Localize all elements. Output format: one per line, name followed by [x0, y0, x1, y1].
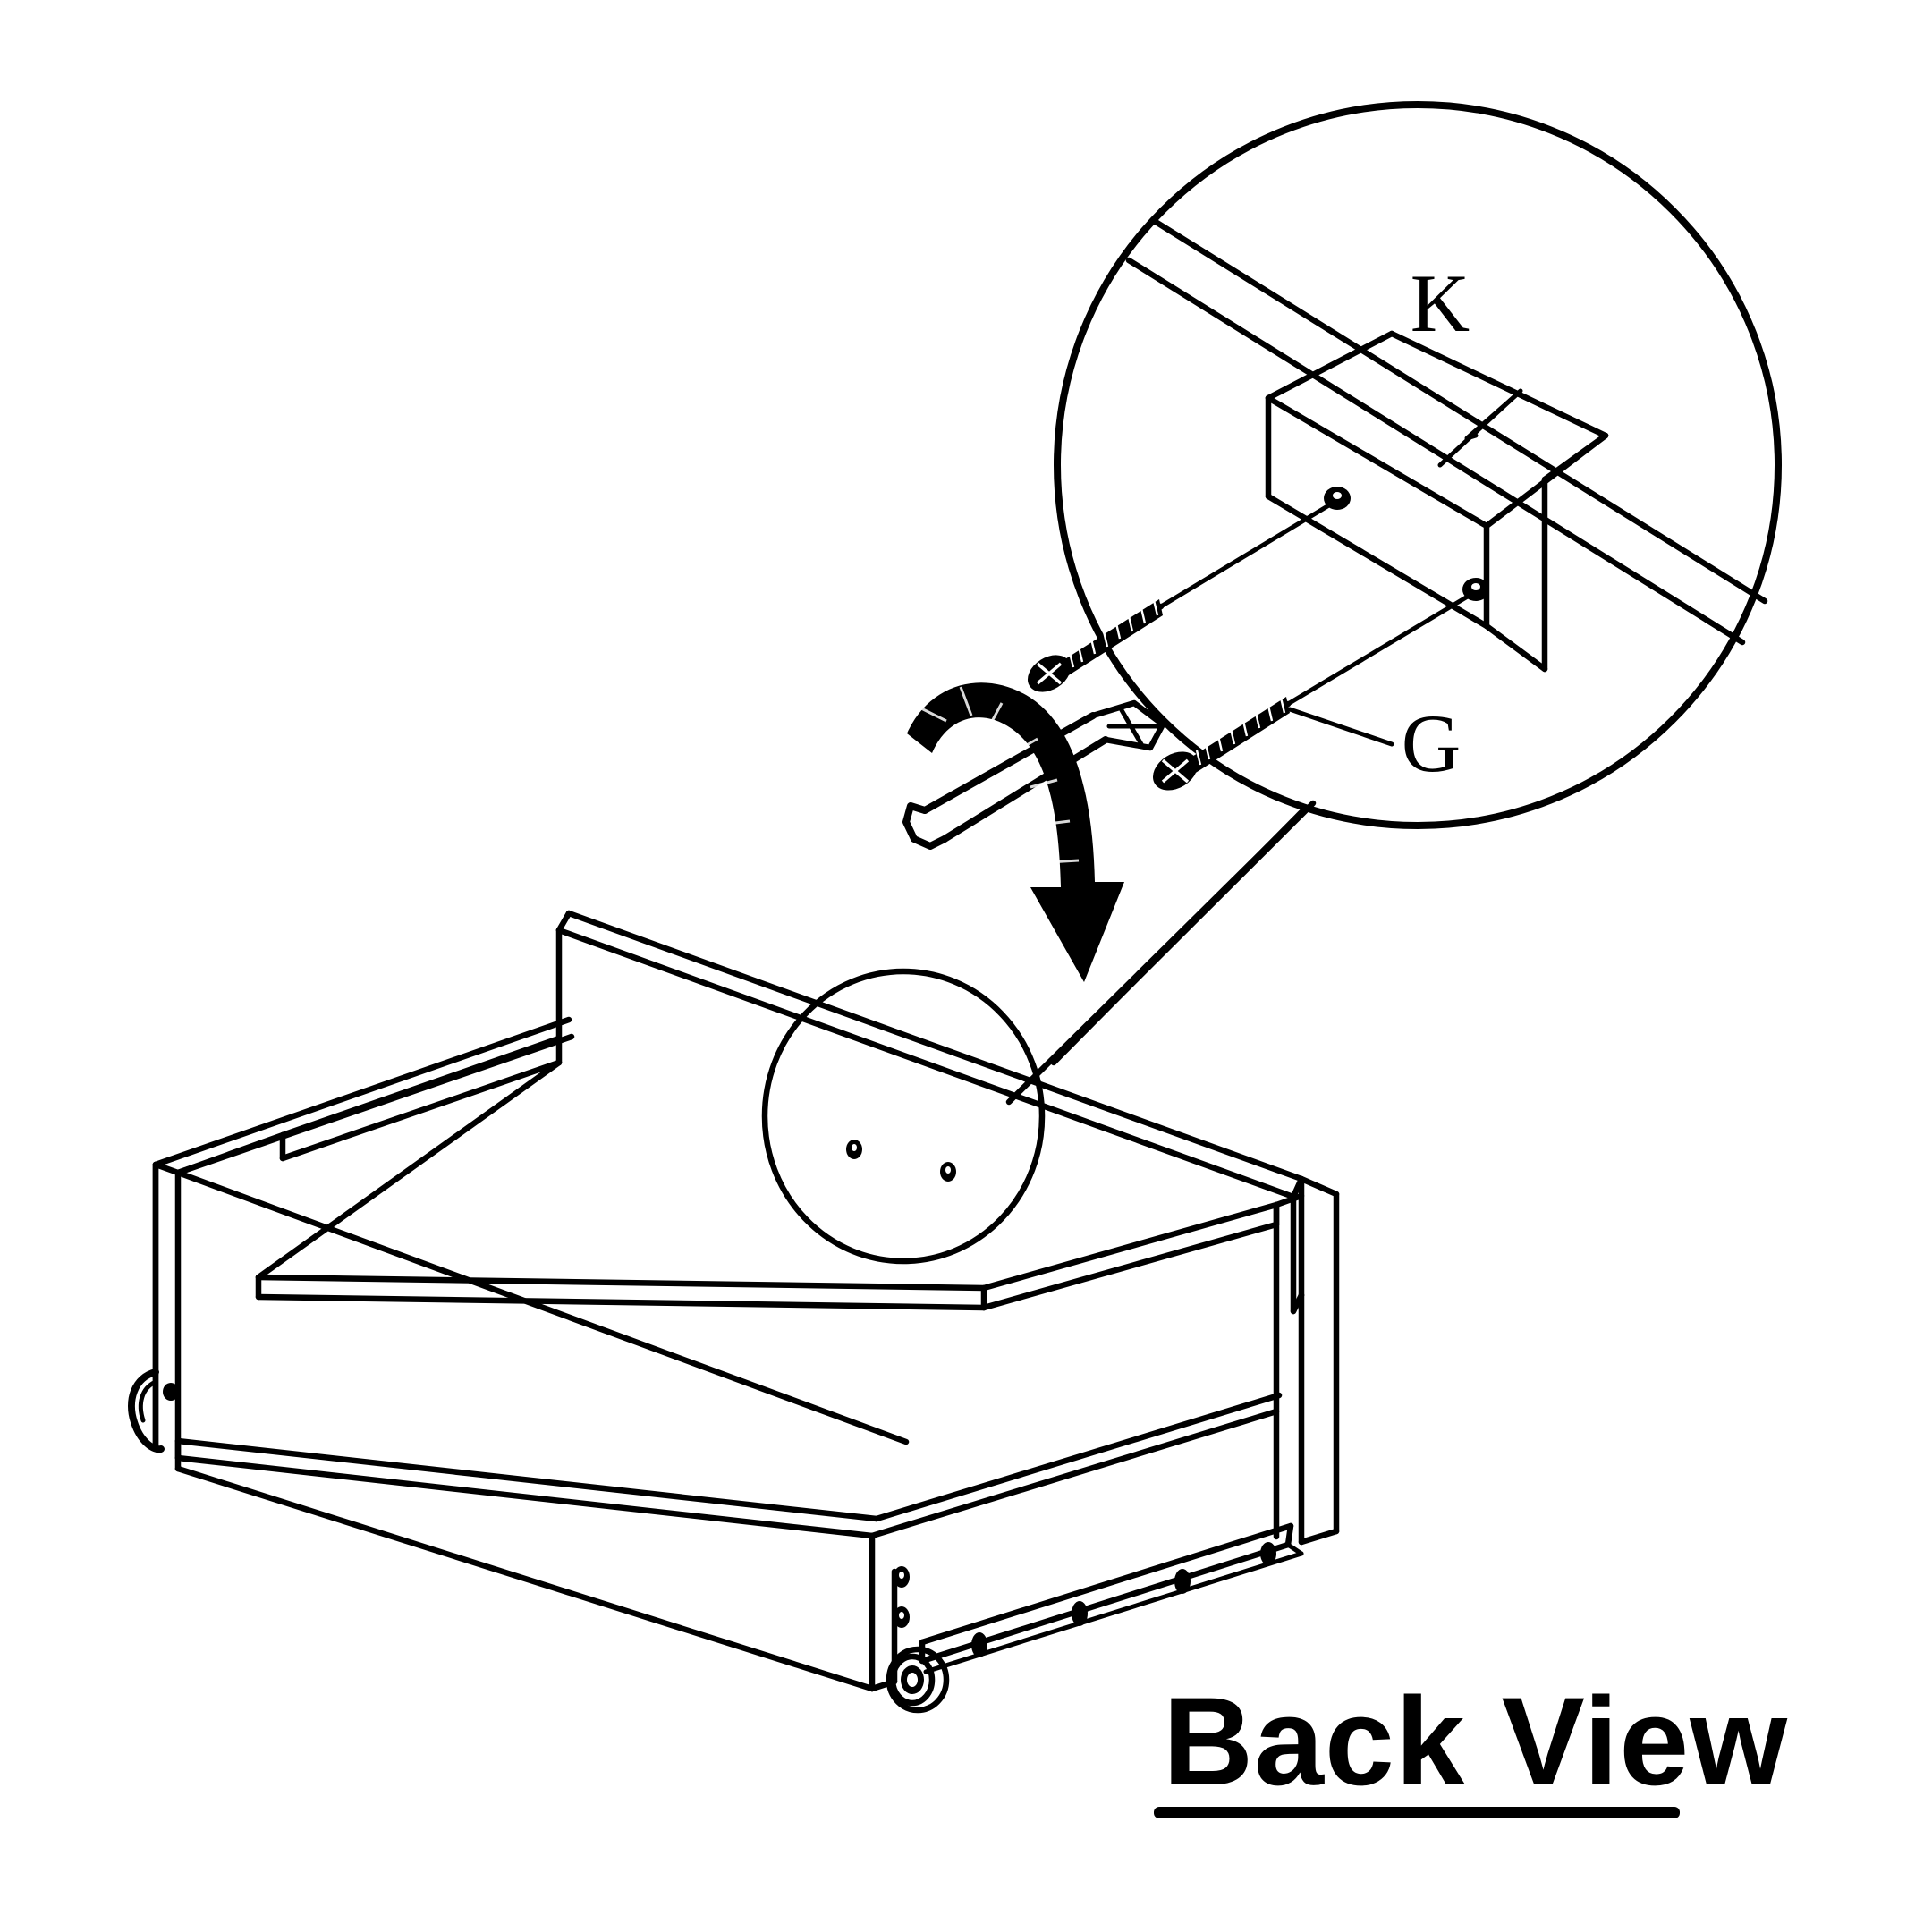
label-g-text: G — [1402, 698, 1461, 789]
view-caption-text: Back View — [1163, 1671, 1788, 1811]
label-k-group: K — [1411, 258, 1523, 468]
roller-wheel-left — [128, 1368, 179, 1453]
detail-circle-outline — [1054, 101, 1782, 829]
screwdriver-tip-icon — [1089, 699, 1166, 751]
front-panel-screw-holes — [894, 1566, 910, 1628]
caption-underline — [1154, 1807, 1680, 1818]
bracket-part-k — [1265, 330, 1609, 673]
detail-callout-group: K — [1005, 101, 1782, 1106]
front-panel — [174, 1392, 1283, 1692]
bottom-panel — [152, 1059, 1280, 1451]
drawer-slide-rail — [919, 1522, 1304, 1674]
left-rim — [152, 1016, 575, 1176]
screwdriver-group — [902, 699, 1166, 850]
roller-wheel-right — [886, 1646, 950, 1714]
screw-upper — [1027, 487, 1351, 692]
detail-panel-band — [1125, 218, 1768, 646]
drawer-zoom-circle — [761, 968, 1046, 1265]
right-side-panel — [1273, 1175, 1340, 1546]
drawer-group — [128, 910, 1340, 1714]
screw-lower — [1152, 578, 1489, 791]
label-g-group: G — [1287, 698, 1461, 789]
back-panel — [555, 910, 1305, 1315]
label-k-text: K — [1411, 258, 1470, 349]
rotation-arrow-icon — [907, 682, 1124, 982]
callout-leader-lines — [1005, 800, 1317, 1106]
caption-group: Back View — [1154, 1671, 1788, 1818]
